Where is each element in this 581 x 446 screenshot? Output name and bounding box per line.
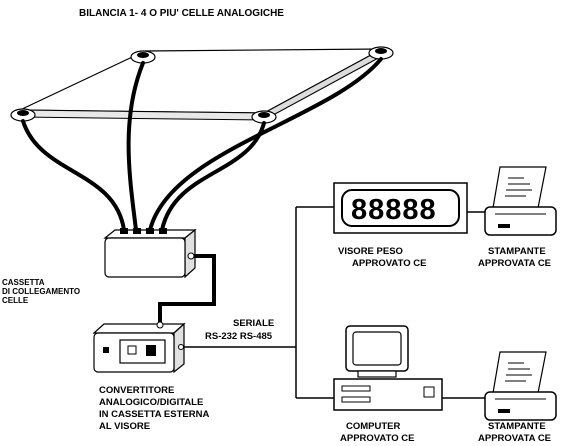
serial-label: SERIALE RS-232 RS-485 [205,318,277,342]
cable-back-right [148,57,383,232]
converter-box [92,321,186,374]
printer-top-label: STAMPANTE APPROVATA CE [478,246,551,269]
load-cell-back-right [368,46,394,60]
converter-label: CONVERTITORE ANALOGICO/DIGITALE IN CASSE… [99,385,212,432]
junction-box [103,228,197,279]
diagram-title: BILANCIA 1- 4 O PIU' CELLE ANALOGICHE [79,8,284,19]
cable-front-left [21,119,126,232]
load-cell-cables [21,57,383,232]
printer-bottom-label: STAMPANTE APPROVATA CE [478,421,551,444]
load-cell-front-right [251,110,277,124]
load-cell-front-left [10,108,36,122]
junction-to-converter-cable [158,254,216,322]
cable-front-right [160,121,266,232]
junction-box-label: CASSETTA DI COLLEGAMENTO CELLE [2,278,82,305]
weighing-platform [19,48,383,121]
display-digits: 88888 [351,194,437,226]
weight-display: 88888 [333,182,468,234]
printer-bottom [484,351,557,421]
serial-wiring [184,206,334,399]
cable-back-left [126,61,145,232]
computer [333,325,443,411]
computer-label: COMPUTER APPROVATO CE [340,421,414,444]
display-label: VISORE PESO APPROVATO CE [338,246,426,269]
printer-top [484,166,557,236]
